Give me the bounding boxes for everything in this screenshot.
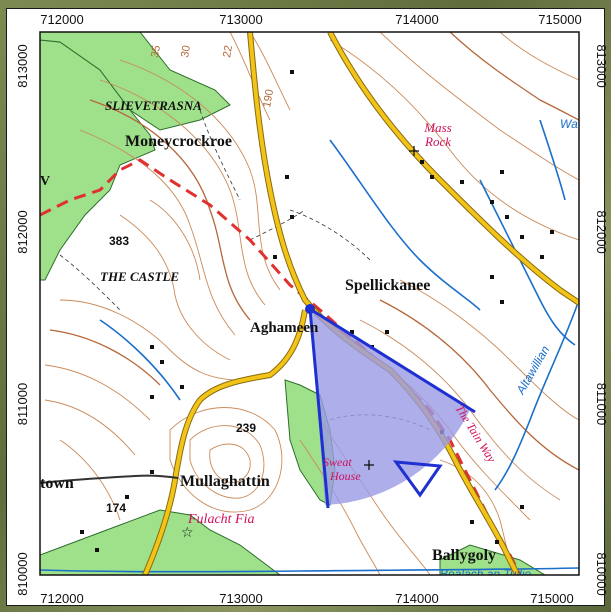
antiquity-markers <box>364 146 419 470</box>
place-mullaghattin: Mullaghattin <box>180 473 270 490</box>
feature-bealach: Bealach an Tuilie <box>440 567 531 581</box>
map-content: ☆ 383 239 174 35 30 22 190 SLIEVETRASNA … <box>40 32 579 581</box>
grid-label-left-811000: 811000 <box>15 383 30 425</box>
feature-wa-partial: Wa <box>560 117 578 131</box>
grid-label-right-811000: 811000 <box>594 383 609 425</box>
place-the-castle: THE CASTLE <box>100 269 179 284</box>
stream-west <box>99 319 181 401</box>
grid-label-bottom-714000: 714000 <box>395 591 438 606</box>
fulacht-fia-star-icon: ☆ <box>181 525 194 541</box>
contour-label-22: 22 <box>221 44 235 58</box>
viewshed-area <box>310 309 470 505</box>
grid-label-right-810000: 810000 <box>594 552 609 595</box>
grid-label-top-715000: 715000 <box>538 12 581 27</box>
grid-label-top-712000: 712000 <box>40 12 83 27</box>
grid-label-bottom-712000: 712000 <box>40 591 83 606</box>
feature-v-partial: V <box>40 174 50 189</box>
place-slievetrasna: SLIEVETRASNA <box>105 98 202 113</box>
grid-label-bottom-713000: 713000 <box>219 591 262 606</box>
grid-label-top-714000: 714000 <box>395 12 438 27</box>
forest-southeast <box>439 544 546 575</box>
height-174: 174 <box>106 501 126 515</box>
height-383: 383 <box>109 234 129 248</box>
contour-label-190: 190 <box>261 88 276 108</box>
feature-fulacht-fia: Fulacht Fia <box>187 512 255 527</box>
stream-northeast <box>539 119 566 201</box>
grid-label-right-813000: 813000 <box>594 44 609 87</box>
grid-label-left-810000: 810000 <box>15 552 30 595</box>
viewpoint-marker <box>305 304 315 314</box>
height-239: 239 <box>236 421 256 435</box>
river-south <box>40 567 579 573</box>
road-minor-west <box>40 474 179 484</box>
road-southwest <box>143 309 307 575</box>
road-north <box>328 32 579 305</box>
grid-label-left-813000: 813000 <box>15 44 30 87</box>
grid-label-right-812000: 812000 <box>594 210 609 253</box>
forest-northwest <box>40 32 231 131</box>
streams <box>40 119 579 573</box>
viewshed-edge-east <box>309 307 476 414</box>
triangle-marker <box>392 460 443 498</box>
grid-label-left-812000: 812000 <box>15 210 30 253</box>
altawillian-river <box>494 299 579 491</box>
place-town: town <box>40 475 74 492</box>
contour-label-30: 30 <box>179 44 193 58</box>
grid-label-bottom-715000: 715000 <box>530 591 573 606</box>
stream-central <box>329 139 481 311</box>
map-neatline <box>39 31 580 576</box>
place-ballygoly: Ballygoly <box>432 547 496 564</box>
buildings <box>80 70 554 552</box>
stream-east <box>479 179 576 346</box>
contour-label-35: 35 <box>149 44 163 58</box>
grid-label-top-713000: 713000 <box>219 12 262 27</box>
viewshed-edge-south <box>308 308 330 509</box>
place-aghameen: Aghameen <box>250 320 319 336</box>
place-spellickanee: Spellickanee <box>345 277 430 294</box>
place-moneycrockroe: Moneycrockroe <box>125 133 232 150</box>
